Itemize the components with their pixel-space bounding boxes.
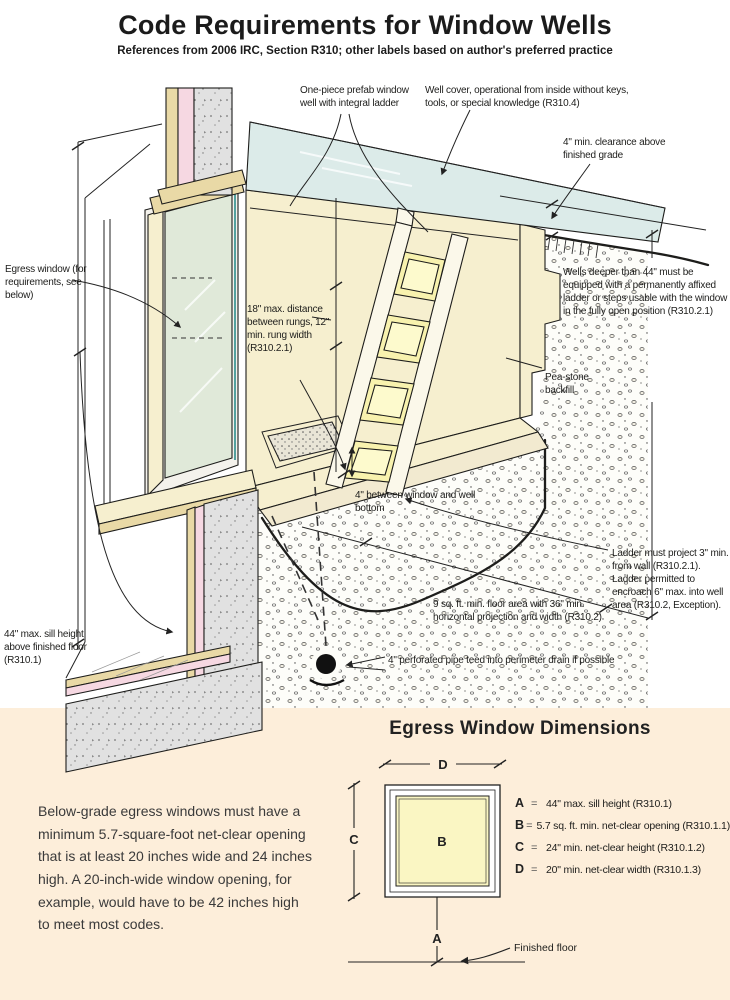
illustration-stage: One-piece prefab window well with integr…	[0, 80, 730, 780]
dim-letter-a: A	[432, 931, 442, 946]
equals-sign: =	[531, 864, 538, 876]
legend-key: C	[515, 840, 525, 854]
dimension-lines	[71, 123, 707, 650]
foundation-wall	[65, 489, 263, 773]
legend-row-d: D = 20" min. net-clear width (R310.1.3)	[515, 862, 730, 884]
label-egress-window: Egress window (for requirements, see bel…	[5, 264, 87, 301]
legend-row-c: C = 24" min. net-clear height (R310.1.2)	[515, 840, 730, 862]
legend-row-b: B = 5.7 sq. ft. min. net-clear opening (…	[515, 818, 730, 840]
legend-value: 20" min. net-clear width (R310.1.3)	[546, 864, 701, 876]
label-rungs: 18" max. distance between rungs, 12" min…	[247, 304, 330, 354]
legend-value: 24" min. net-clear height (R310.1.2)	[546, 842, 705, 854]
page-title: Code Requirements for Window Wells	[118, 10, 612, 40]
legend-key: A	[515, 796, 525, 810]
label-clearance: 4" min. clearance above finished grade	[563, 137, 666, 161]
label-floor-area: 9 sq. ft. min. floor area with 36" min. …	[433, 599, 602, 623]
dimension-marks	[347, 759, 525, 967]
label-ladder-project: Ladder must project 3" min. from wall (R…	[612, 548, 729, 611]
legend-key: B	[515, 818, 525, 832]
label-prefab-well: One-piece prefab window well with integr…	[300, 85, 409, 109]
house-wall-section	[157, 87, 247, 205]
label-well-cover: Well cover, operational from inside with…	[425, 85, 629, 109]
dim-letter-b: B	[437, 834, 446, 849]
egress-window	[94, 175, 257, 535]
dimension-legend: A = 44" max. sill height (R310.1) B = 5.…	[515, 796, 730, 884]
basement-slab	[65, 645, 231, 697]
dim-letter-c: C	[349, 832, 359, 847]
finished-floor-label: Finished floor	[514, 942, 578, 954]
leader-lines	[71, 109, 609, 671]
egress-paragraph: Below-grade egress windows must have a m…	[38, 803, 312, 933]
egress-dimensions-diagram: D C B A Finished floor	[347, 757, 578, 967]
label-pipe: 4" perforated pipe teed into perimeter d…	[388, 655, 615, 666]
interior-walls	[65, 143, 151, 679]
legend-value: 44" max. sill height (R310.1)	[546, 798, 672, 810]
legend-key: D	[515, 862, 525, 876]
label-pea-stone: Pea-stone backfill	[545, 372, 589, 396]
panel-title: Egress Window Dimensions	[389, 718, 651, 739]
equals-sign: =	[531, 798, 538, 810]
window-well-illustration	[65, 87, 710, 773]
label-window-bottom: 4" between window and well bottom	[355, 490, 476, 514]
legend-row-a: A = 44" max. sill height (R310.1)	[515, 796, 730, 818]
legend-value: 5.7 sq. ft. min. net-clear opening (R310…	[536, 820, 730, 832]
well-cover	[245, 121, 666, 243]
window-glass	[164, 193, 233, 479]
equals-sign: =	[531, 842, 538, 854]
label-wells-deeper: Wells deeper than 44" must be equipped w…	[563, 267, 728, 317]
label-sill-height: 44" max. sill height above finished floo…	[4, 629, 87, 666]
drain-pipe	[271, 471, 345, 687]
dimension-window	[384, 784, 501, 898]
equals-sign: =	[526, 820, 533, 832]
dim-letter-d: D	[438, 757, 447, 772]
page-subtitle: References from 2006 IRC, Section R310; …	[117, 45, 613, 57]
footing	[65, 661, 263, 773]
ladder	[325, 207, 469, 497]
